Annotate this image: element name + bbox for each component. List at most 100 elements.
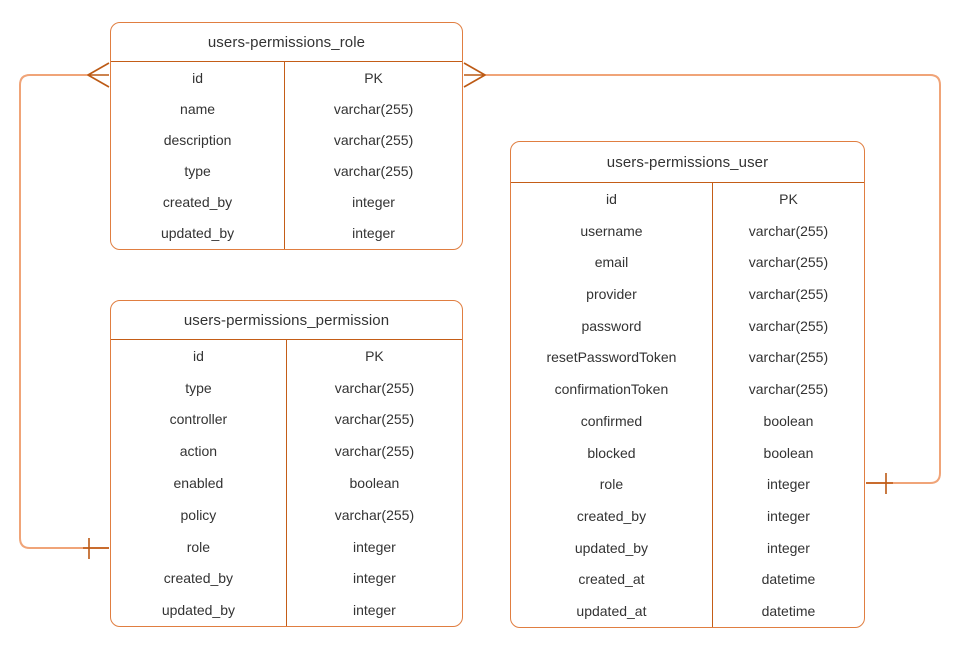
field-name-cell: id	[111, 62, 286, 94]
field-type-cell: varchar(255)	[334, 411, 415, 428]
field-name-cell: controller	[111, 403, 287, 436]
field-name-cell: blocked	[511, 436, 713, 469]
field-type-cell: boolean	[763, 444, 814, 461]
field-name-cell: updated_by	[511, 531, 713, 564]
entity-table-users-permissions-user: users-permissions_user id PK username varch…	[510, 141, 865, 628]
field-name-cell: password	[511, 309, 713, 342]
field-type-cell: boolean	[349, 475, 400, 492]
table-row: provider varchar(255)	[511, 278, 864, 310]
field-name-cell: enabled	[111, 467, 287, 499]
relationship-line-role-user	[485, 74, 941, 484]
field-type-cell: varchar(255)	[748, 317, 829, 334]
table-row: controller varchar(255)	[111, 403, 462, 436]
field-name-cell: name	[111, 93, 286, 125]
field-name-cell: updated_at	[511, 595, 713, 628]
table-body: id PK username varchar(255) email varchar(255…	[511, 183, 864, 628]
field-name-cell: id	[111, 340, 287, 372]
field-type-cell: integer	[767, 539, 810, 556]
field-type-cell: integer	[353, 570, 396, 587]
table-row: role integer	[511, 468, 864, 501]
field-type-cell: integer	[767, 476, 810, 493]
one-bar-icon-permission	[83, 538, 109, 559]
field-name-cell: action	[111, 435, 287, 468]
table-row: description varchar(255)	[111, 124, 462, 156]
table-row: policy varchar(255)	[111, 498, 462, 531]
field-type-cell: PK	[364, 69, 383, 86]
field-type-cell: varchar(255)	[748, 381, 829, 398]
table-row: action varchar(255)	[111, 435, 462, 468]
field-name-cell: policy	[111, 498, 287, 531]
field-name-cell: created_by	[511, 500, 713, 532]
field-type-cell: varchar(255)	[748, 349, 829, 366]
field-type-cell: integer	[353, 602, 396, 619]
field-name-cell: type	[111, 155, 286, 187]
table-row: created_by integer	[111, 562, 462, 595]
table-row: type varchar(255)	[111, 155, 462, 187]
table-row: created_by integer	[111, 186, 462, 218]
field-name-cell: confirmed	[511, 405, 713, 437]
entity-table-users-permissions-role: users-permissions_role id PK name varchar(2…	[110, 22, 463, 250]
field-type-cell: integer	[352, 194, 395, 211]
field-type-cell: PK	[365, 347, 384, 364]
field-name-cell: updated_by	[111, 217, 286, 250]
field-name-cell: resetPasswordToken	[511, 341, 713, 374]
table-title: users-permissions_permission	[111, 301, 462, 340]
field-type-cell: varchar(255)	[334, 379, 415, 396]
field-name-cell: role	[511, 468, 713, 501]
table-body: id PK type varchar(255) controller varchar(25…	[111, 340, 462, 627]
table-row: resetPasswordToken varchar(255)	[511, 341, 864, 374]
field-name-cell: id	[511, 183, 713, 215]
field-type-cell: datetime	[761, 571, 816, 588]
field-type-cell: varchar(255)	[748, 222, 829, 239]
table-title: users-permissions_role	[111, 23, 462, 62]
field-type-cell: integer	[767, 508, 810, 525]
entity-table-users-permissions-permission: users-permissions_permission id PK type var…	[110, 300, 463, 627]
field-type-cell: PK	[779, 190, 798, 207]
table-row: id PK	[111, 62, 462, 94]
field-type-cell: varchar(255)	[333, 131, 414, 148]
table-row: username varchar(255)	[511, 214, 864, 247]
table-row: type varchar(255)	[111, 371, 462, 404]
table-row: enabled boolean	[111, 467, 462, 499]
table-row: updated_by integer	[111, 594, 462, 627]
field-name-cell: role	[111, 530, 287, 563]
field-name-cell: provider	[511, 278, 713, 310]
field-type-cell: varchar(255)	[748, 286, 829, 303]
table-body: id PK name varchar(255) description varchar(2…	[111, 62, 462, 250]
table-row: id PK	[111, 340, 462, 372]
table-row: created_by integer	[511, 500, 864, 532]
field-name-cell: username	[511, 214, 713, 247]
field-name-cell: created_by	[111, 186, 286, 218]
field-name-cell: confirmationToken	[511, 373, 713, 406]
field-type-cell: varchar(255)	[748, 254, 829, 271]
field-name-cell: updated_by	[111, 594, 287, 627]
field-type-cell: datetime	[761, 603, 816, 620]
table-row: blocked boolean	[511, 436, 864, 469]
table-row: id PK	[511, 183, 864, 215]
field-name-cell: created_at	[511, 563, 713, 596]
field-type-cell: varchar(255)	[334, 443, 415, 460]
table-row: updated_by integer	[511, 531, 864, 564]
field-name-cell: description	[111, 124, 286, 156]
field-type-cell: varchar(255)	[333, 100, 414, 117]
table-row: name varchar(255)	[111, 93, 462, 125]
table-row: updated_at datetime	[511, 595, 864, 628]
field-type-cell: integer	[352, 225, 395, 242]
table-row: confirmationToken varchar(255)	[511, 373, 864, 406]
field-name-cell: email	[511, 246, 713, 279]
table-row: confirmed boolean	[511, 405, 864, 437]
crows-foot-many-icon-role-left	[87, 62, 110, 88]
field-type-cell: boolean	[763, 412, 814, 429]
one-bar-icon-user	[866, 473, 893, 494]
field-type-cell: integer	[353, 538, 396, 555]
field-name-cell: created_by	[111, 562, 287, 595]
relationship-line-role-permission	[19, 74, 109, 549]
table-title: users-permissions_user	[511, 142, 864, 183]
field-type-cell: varchar(255)	[334, 506, 415, 523]
table-row: created_at datetime	[511, 563, 864, 596]
table-row: password varchar(255)	[511, 309, 864, 342]
field-type-cell: varchar(255)	[333, 163, 414, 180]
field-name-cell: type	[111, 371, 287, 404]
